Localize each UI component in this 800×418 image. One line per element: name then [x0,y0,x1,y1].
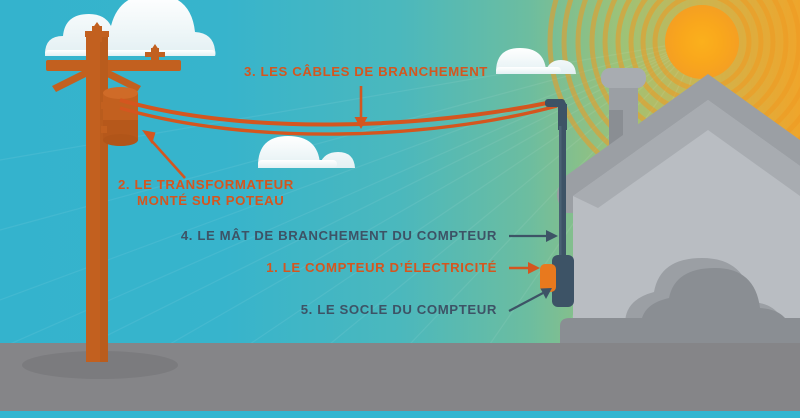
arrow-socket [508,288,552,312]
label-meter: 1. LE COMPTEUR D’ÉLECTRICITÉ [266,260,497,275]
cloud-middle [258,136,355,168]
label-transformer-line2: MONTÉ SUR POTEAU [137,193,284,208]
ground [0,343,800,418]
label-mast: 4. LE MÂT DE BRANCHEMENT DU COMPTEUR [181,228,497,243]
arrow-cables [354,86,368,129]
arrow-mast [509,230,558,242]
label-socket: 5. LE SOCLE DU COMPTEUR [301,302,497,317]
pole-crossarm [46,60,181,71]
label-transformer-line1: 2. LE TRANSFORMATEUR [118,177,294,192]
arrow-transformer [142,130,186,179]
mast-pipe [559,126,566,294]
electricity-meter [540,264,556,292]
ground-bottom-strip [0,411,800,418]
label-cables: 3. LES CÂBLES DE BRANCHEMENT [244,64,488,79]
pole-shadow [22,351,178,379]
service-cable-lower [119,104,558,136]
house-foundation [560,318,800,346]
annotation-arrows [142,86,558,312]
cloud-right [496,48,576,74]
utility-pole [46,22,181,362]
pole-top-insulator [85,22,109,42]
arrow-meter [509,262,540,274]
crossarm-insulator [145,44,165,62]
pole-mounted-transformer [101,87,138,146]
roof-inner [573,100,800,208]
pole-brace-left [52,66,96,92]
sun-core [665,5,739,79]
service-cable-upper [119,98,558,127]
meter-socket-base [552,255,574,307]
service-drop-cables [119,98,558,136]
meter-mast-weatherhead [545,99,567,294]
house [557,68,800,346]
